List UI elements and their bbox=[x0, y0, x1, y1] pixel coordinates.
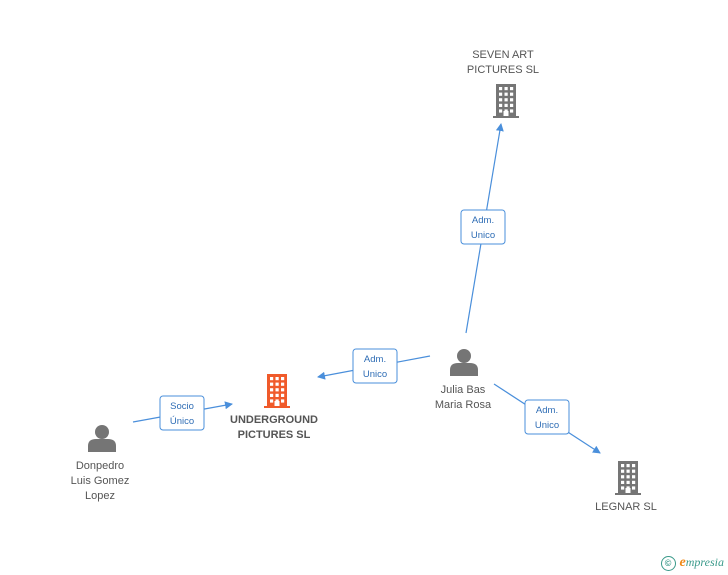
node-label: Julia Bas bbox=[441, 384, 486, 396]
relation-label-box[interactable] bbox=[460, 209, 506, 245]
node-underground[interactable]: UNDERGROUND PICTURES SL bbox=[230, 374, 318, 441]
edge-julia-to-underground: Adm. Unico bbox=[317, 348, 431, 384]
relation-label-box[interactable] bbox=[352, 348, 398, 384]
person-icon bbox=[88, 425, 116, 452]
relation-label-text: Adm. bbox=[364, 354, 386, 365]
node-label: Lopez bbox=[85, 490, 115, 502]
building-icon bbox=[264, 374, 290, 408]
node-label: Luis Gomez bbox=[71, 475, 130, 487]
relation-label-text: Unico bbox=[471, 230, 495, 241]
relation-label-box[interactable] bbox=[159, 395, 205, 431]
node-label: LEGNAR SL bbox=[595, 501, 657, 513]
relation-label-text: Único bbox=[170, 416, 194, 427]
copyright-icon: © bbox=[660, 555, 676, 571]
edge-julia-to-seven-art: Adm. Unico bbox=[460, 123, 506, 334]
relation-label-text: Adm. bbox=[536, 405, 558, 416]
relation-label-box[interactable] bbox=[524, 399, 570, 435]
node-label: Maria Rosa bbox=[435, 399, 492, 411]
empresia-logo[interactable]: empresia bbox=[679, 555, 724, 570]
node-label: Donpedro bbox=[76, 460, 124, 472]
relation-label-text: Adm. bbox=[472, 215, 494, 226]
footer-brand: © empresia bbox=[660, 555, 724, 571]
building-icon bbox=[493, 84, 519, 118]
node-label: SEVEN ART bbox=[472, 49, 534, 61]
node-legnar[interactable]: LEGNAR SL bbox=[595, 461, 657, 513]
edge-julia-to-legnar: Adm. Unico bbox=[493, 383, 601, 454]
building-icon bbox=[615, 461, 641, 495]
relation-label-text: Unico bbox=[363, 369, 387, 380]
person-icon bbox=[450, 349, 478, 376]
node-seven-art[interactable]: SEVEN ART PICTURES SL bbox=[467, 49, 539, 118]
relation-label-text: Unico bbox=[535, 420, 559, 431]
node-label: UNDERGROUND bbox=[230, 414, 318, 426]
node-label: PICTURES SL bbox=[238, 429, 311, 441]
relation-label-text: Socio bbox=[170, 401, 194, 412]
node-label: PICTURES SL bbox=[467, 64, 539, 76]
